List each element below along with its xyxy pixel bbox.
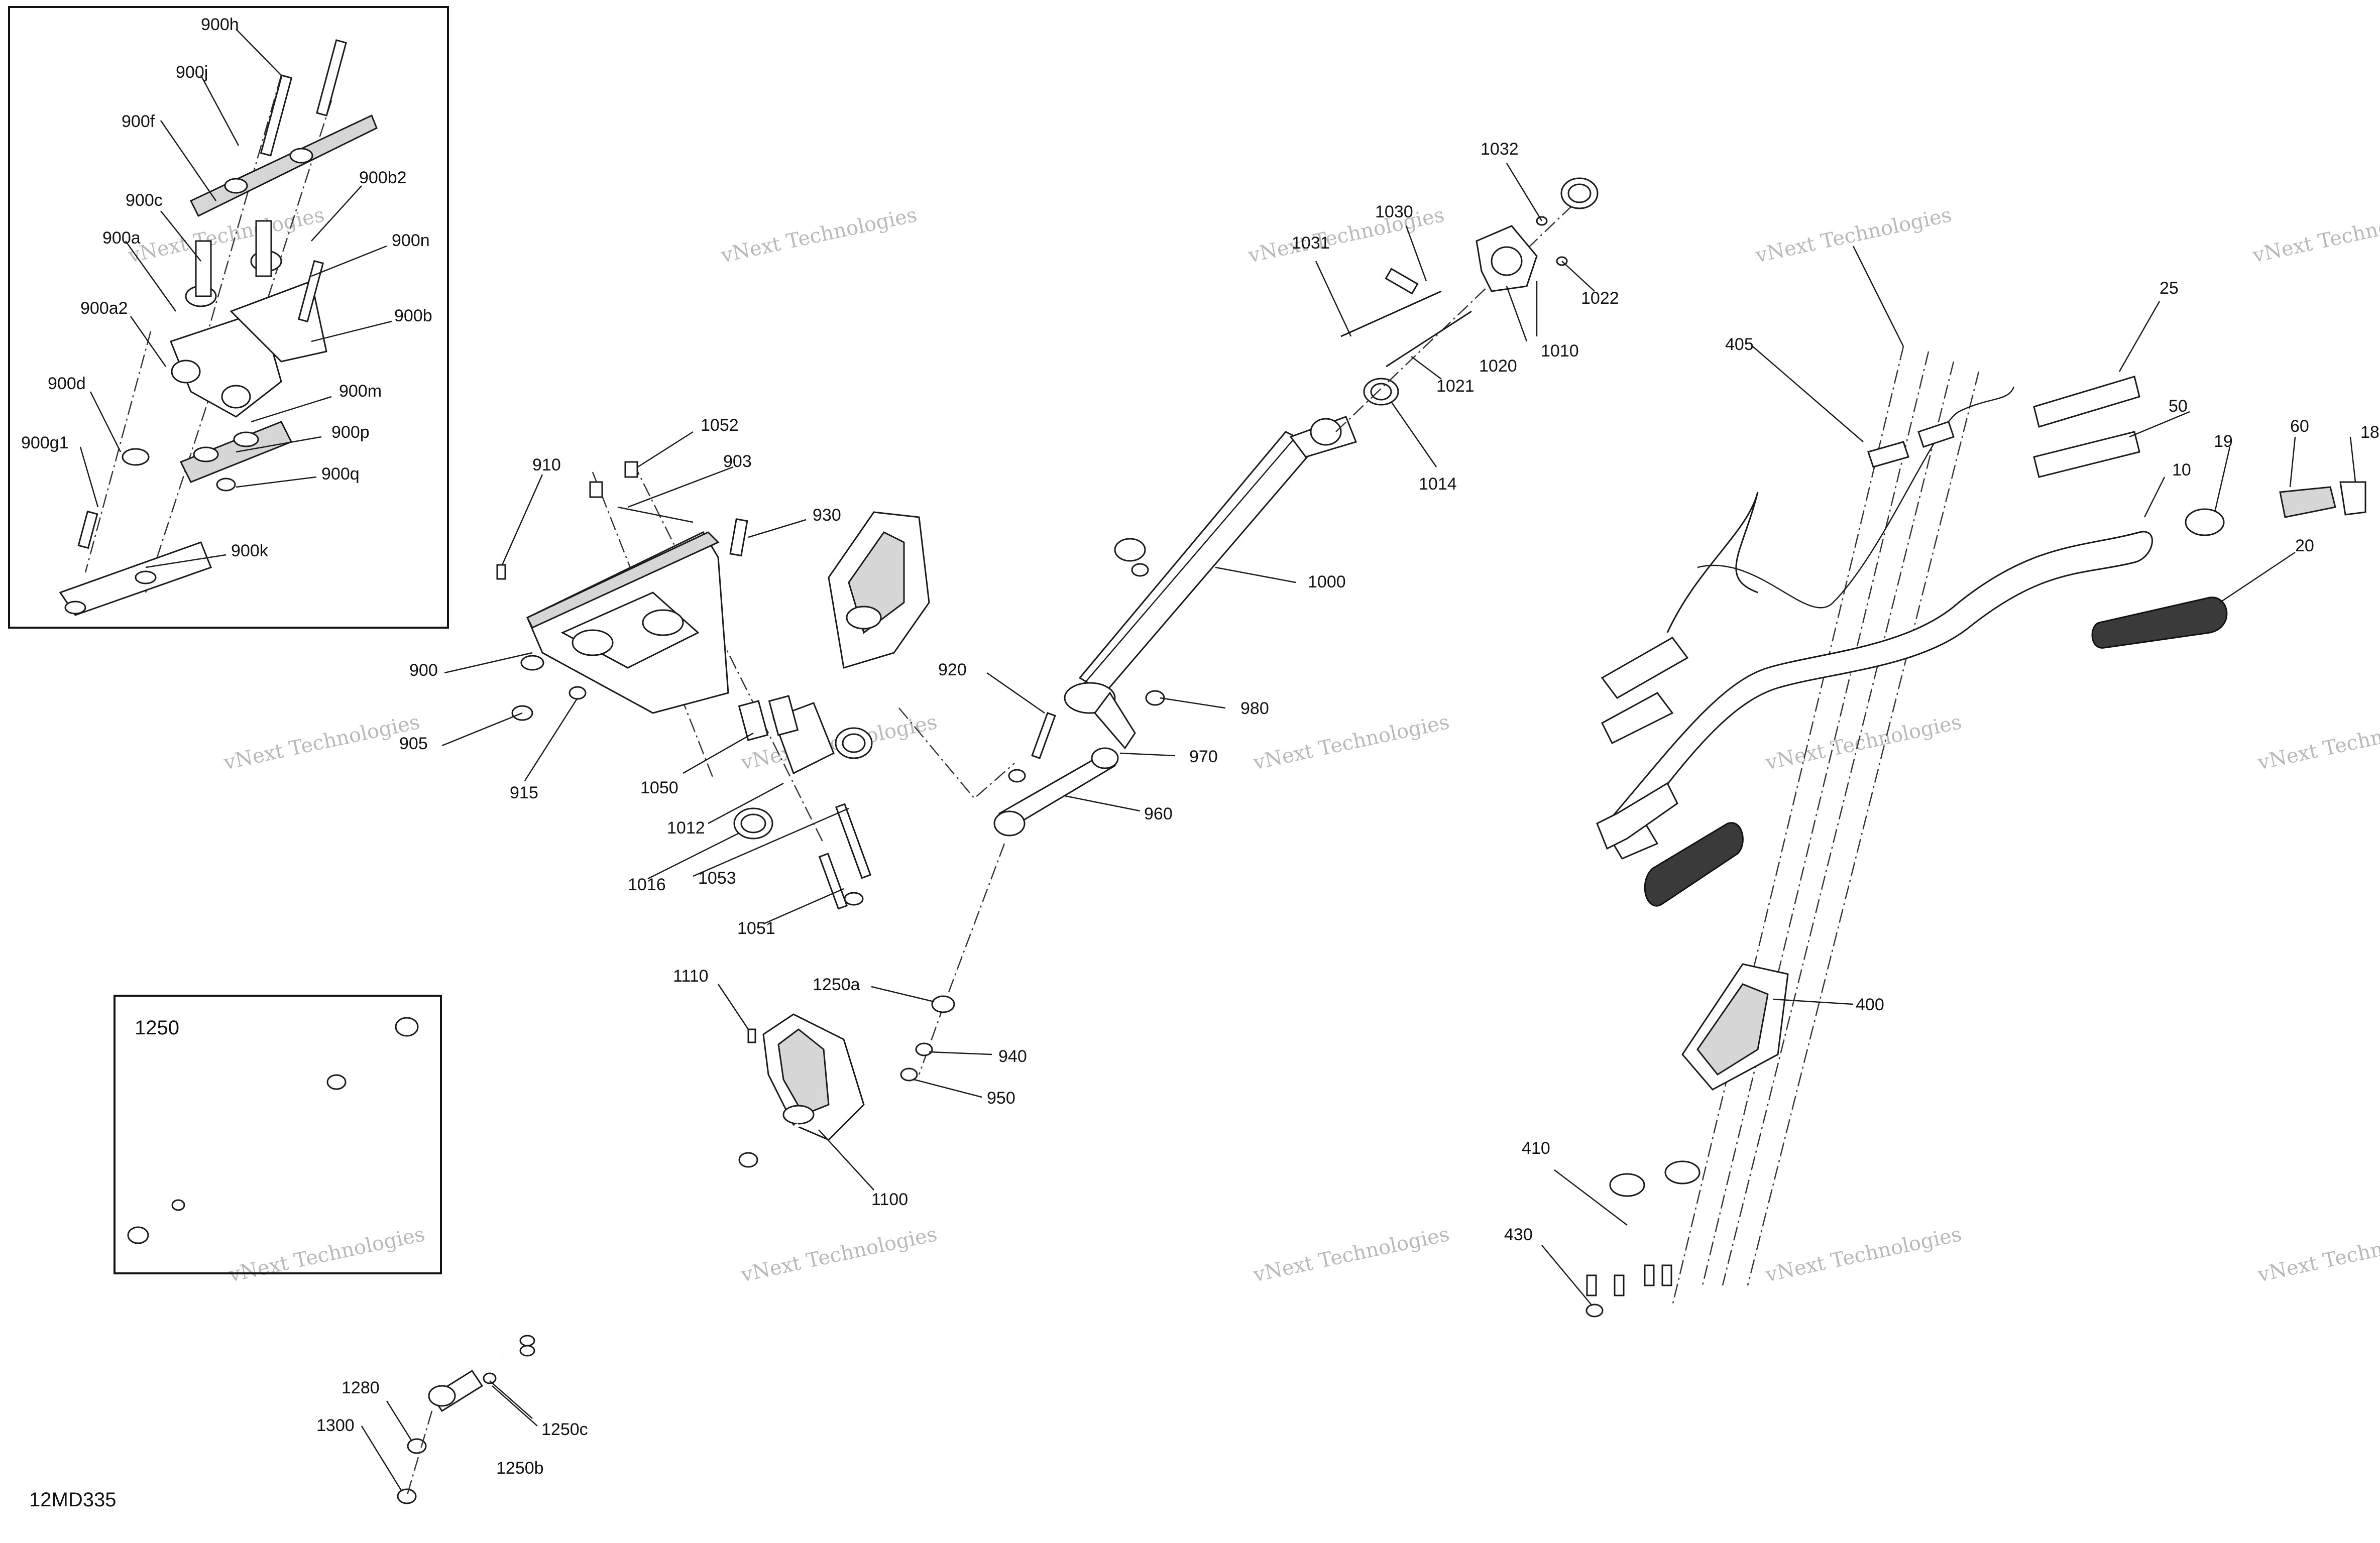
callout-label: 920: [938, 660, 967, 679]
callout-labels: 900h 900j 900f 900c 900b2 900a 900n 900a…: [21, 15, 2379, 1478]
inset-1250-tie-rod: [127, 1017, 419, 1244]
callout-label: 900a: [102, 228, 141, 248]
watermark-mark: vNext Technologies: [1753, 203, 1954, 268]
callout-label: 1110: [673, 967, 709, 986]
callout-label: 60: [2290, 417, 2309, 436]
callout-label: 1250c: [541, 1420, 588, 1439]
callout-label: 1032: [1481, 140, 1519, 159]
diagram-code: 12MD335: [29, 1489, 116, 1511]
callout-label: 1014: [1419, 474, 1457, 494]
callout-label: 1022: [1581, 289, 1619, 308]
callout-label: 1030: [1375, 202, 1413, 221]
watermark-mark: vNext Technologies: [226, 1223, 427, 1287]
callout-label: 900b: [394, 306, 432, 325]
callout-label: 1020: [1479, 357, 1517, 376]
callout-label: 900f: [122, 112, 155, 131]
callout-label: 900d: [48, 374, 86, 393]
callout-label: 1031: [1292, 233, 1330, 253]
watermark-mark: vNext Technologies: [1763, 1223, 1964, 1287]
callout-label: 1280: [342, 1378, 380, 1397]
callout-label: 1250a: [813, 975, 860, 994]
callout-label: 900j: [176, 63, 208, 82]
inset-box-900: [8, 6, 449, 629]
callout-label: 950: [987, 1089, 1015, 1108]
callout-label: 1050: [640, 778, 678, 797]
callout-label: 10: [2172, 460, 2191, 480]
callout-label: 900: [409, 661, 438, 680]
callout-label: 25: [2160, 279, 2179, 298]
inset-900-parts: [59, 39, 378, 616]
upper-clamp-1010: [1340, 177, 1599, 368]
callout-label: 903: [723, 452, 752, 471]
callout-label: 1300: [316, 1416, 355, 1435]
inset-box-1250: [114, 995, 442, 1274]
cover-930-and-rod: [828, 511, 1149, 669]
watermark-mark: vNext Technologies: [739, 1223, 939, 1287]
callout-label: 430: [1504, 1225, 1533, 1244]
callout-label: 900b2: [359, 168, 407, 187]
handlebar-assembly: [1585, 346, 2366, 1318]
callout-label: 1012: [667, 818, 705, 838]
watermark-mark: vNext Technologies: [2250, 203, 2380, 268]
leader-lines: [79, 29, 2356, 1492]
callout-label: 410: [1522, 1139, 1550, 1158]
watermark-mark: vNext Technologies: [221, 710, 422, 775]
callout-label: 19: [2214, 432, 2233, 451]
callout-label: 910: [532, 455, 561, 474]
callout-label: 900k: [231, 541, 269, 560]
callout-label: 900g1: [21, 433, 69, 452]
lower-steering-1100: [397, 995, 955, 1504]
callout-label: 1052: [701, 416, 739, 435]
callout-label: 1010: [1541, 341, 1579, 361]
callout-label: 900m: [339, 382, 382, 401]
pivot-block-900: [496, 461, 825, 844]
watermark-mark: vNext Technologies: [1246, 203, 1446, 268]
callout-label: 1051: [737, 919, 775, 938]
callout-label: 1250b: [496, 1459, 544, 1478]
callout-label: 960: [1144, 804, 1173, 823]
callout-label: 905: [399, 734, 428, 753]
callout-label: 1021: [1436, 377, 1475, 396]
callout-label: 900n: [392, 231, 430, 250]
callout-label: 1250: [135, 1017, 179, 1039]
callout-label: 900q: [321, 464, 360, 484]
callout-label: 900a2: [80, 299, 128, 318]
callout-label: 1100: [871, 1190, 908, 1209]
watermark-mark: vNext Technologies: [1251, 1223, 1451, 1287]
callout-label: 970: [1189, 747, 1218, 766]
callout-label: 50: [2169, 397, 2188, 416]
callout-label: 900h: [201, 15, 239, 34]
callout-label: 915: [510, 783, 538, 802]
callout-label: 900c: [126, 191, 163, 210]
callout-label: 18: [2360, 423, 2379, 442]
callout-label: 400: [1856, 995, 1884, 1014]
callout-label: 1000: [1308, 572, 1346, 591]
callout-label: 20: [2295, 536, 2314, 555]
watermark-mark: vNext Technologies: [2255, 1223, 2380, 1287]
callout-label: 980: [1240, 699, 1269, 718]
watermark-mark: vNext Technologies: [2255, 710, 2380, 775]
watermark-mark: vNext Technologies: [126, 203, 326, 268]
callout-label: 1016: [628, 875, 666, 894]
column-bushings: [733, 695, 1015, 910]
callout-label: 405: [1725, 335, 1754, 354]
callout-label: 900p: [331, 423, 370, 442]
drag-link-960: [943, 690, 1165, 1005]
callout-label: 930: [813, 506, 841, 525]
watermark-mark: vNext Technologies: [719, 203, 919, 268]
watermarks: vNext Technologies vNext Technologies vN…: [126, 203, 2380, 1287]
callout-label: 940: [998, 1047, 1027, 1066]
steering-column-1000: [1064, 205, 1572, 750]
callout-label: 1053: [698, 869, 736, 888]
watermark-mark: vNext Technologies: [1251, 710, 1451, 775]
